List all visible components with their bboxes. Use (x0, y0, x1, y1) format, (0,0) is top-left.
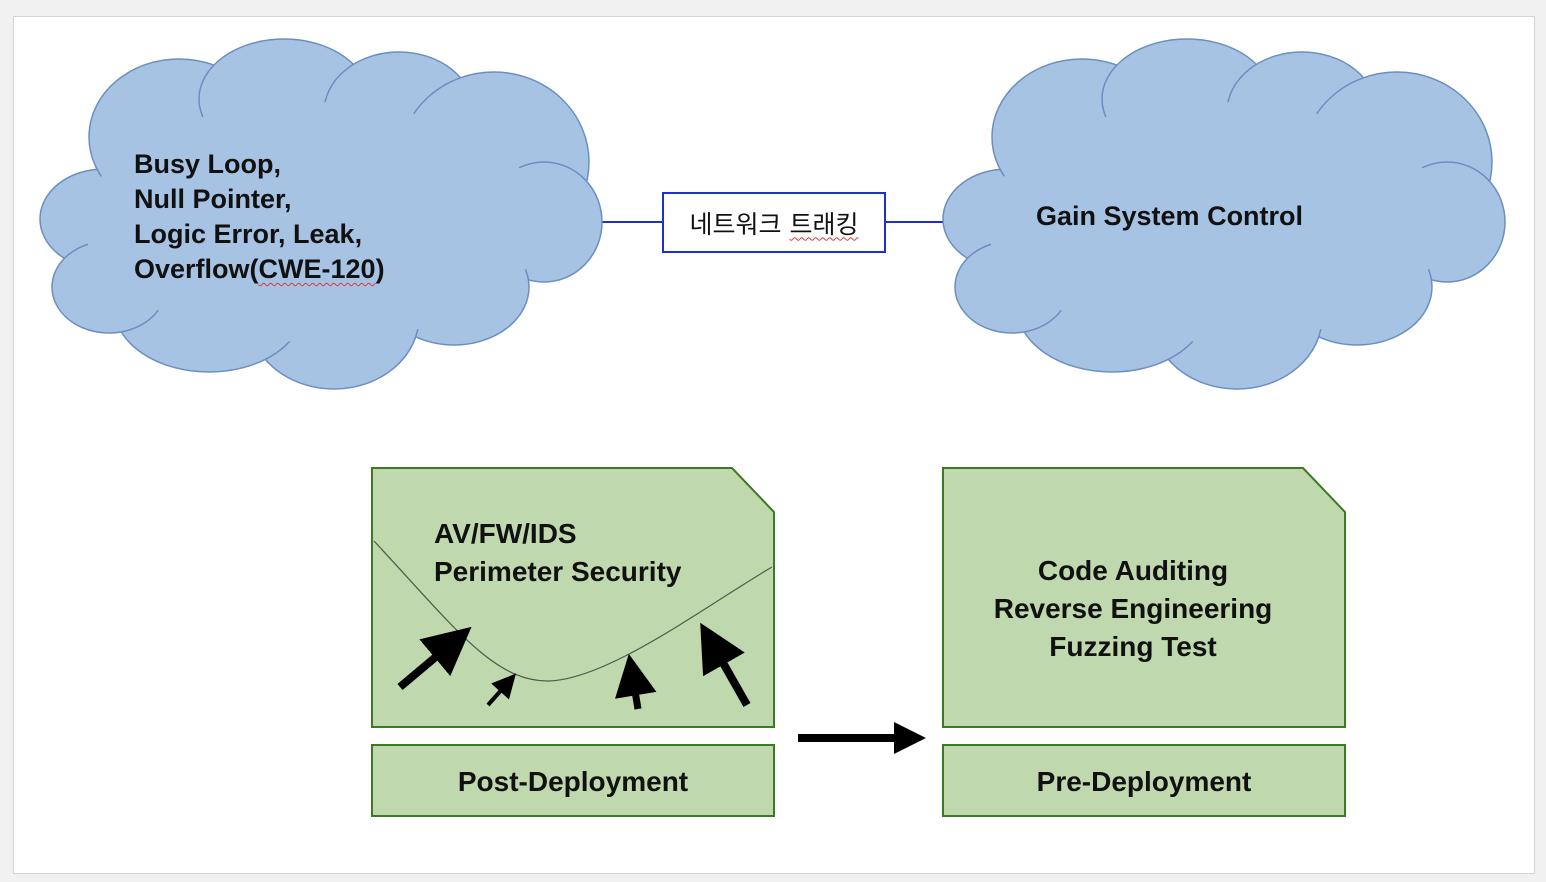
post-card-line-2: Perimeter Security (434, 556, 682, 587)
right-cloud-shape (942, 38, 1506, 390)
diagram-svg (39, 38, 1506, 817)
left-cloud-line-1: Busy Loop, (134, 149, 281, 179)
left-cloud-line-4-word: Overflow( (134, 254, 259, 284)
pre-card-line-1: Code Auditing (1037, 555, 1229, 586)
right-cloud-text: Gain System Control (1036, 201, 1304, 231)
left-cloud-line-3: Logic Error, Leak, (134, 219, 363, 249)
pre-card-shape (942, 467, 1346, 728)
left-cloud-line-4-close: ) (375, 254, 385, 284)
network-tracking-label: 네트워크 트래킹 (662, 192, 886, 253)
network-tracking-word2: 트래킹 (789, 209, 859, 239)
pre-label-box (942, 744, 1346, 817)
post-card-shape (371, 467, 775, 728)
left-cloud-line-4: Overflow(CWE-120) (134, 252, 385, 287)
network-tracking-word1: 네트워크 (689, 209, 782, 239)
post-card-line-1: AV/FW/IDS (434, 518, 577, 549)
left-cloud-line-2: Null Pointer, (134, 184, 292, 214)
post-deployment-label: Post-Deployment (457, 766, 689, 797)
attack-arrow-icon (615, 653, 657, 710)
perimeter-curve (373, 540, 773, 682)
attack-arrow-icon (486, 673, 516, 707)
spellcheck-word: CWE-120 (258, 254, 376, 284)
pre-card-line-3: Fuzzing Test (1049, 631, 1217, 662)
left-cloud-text: Busy Loop, Null Pointer, Logic Error, Le… (134, 147, 385, 287)
pre-card-line-2: Reverse Engineering (993, 593, 1273, 624)
attack-arrow-icon (397, 626, 472, 691)
post-label-box (371, 744, 775, 817)
attack-arrow-icon (700, 622, 751, 707)
post-card-text: AV/FW/IDS Perimeter Security (434, 515, 681, 591)
pre-deployment-label: Pre-Deployment (1036, 766, 1252, 797)
slide-canvas: Busy Loop, Null Pointer, Logic Error, Le… (13, 16, 1535, 874)
left-cloud-shape (39, 38, 603, 390)
pre-card-text: Code Auditing Reverse Engineering Fuzzin… (943, 552, 1323, 666)
